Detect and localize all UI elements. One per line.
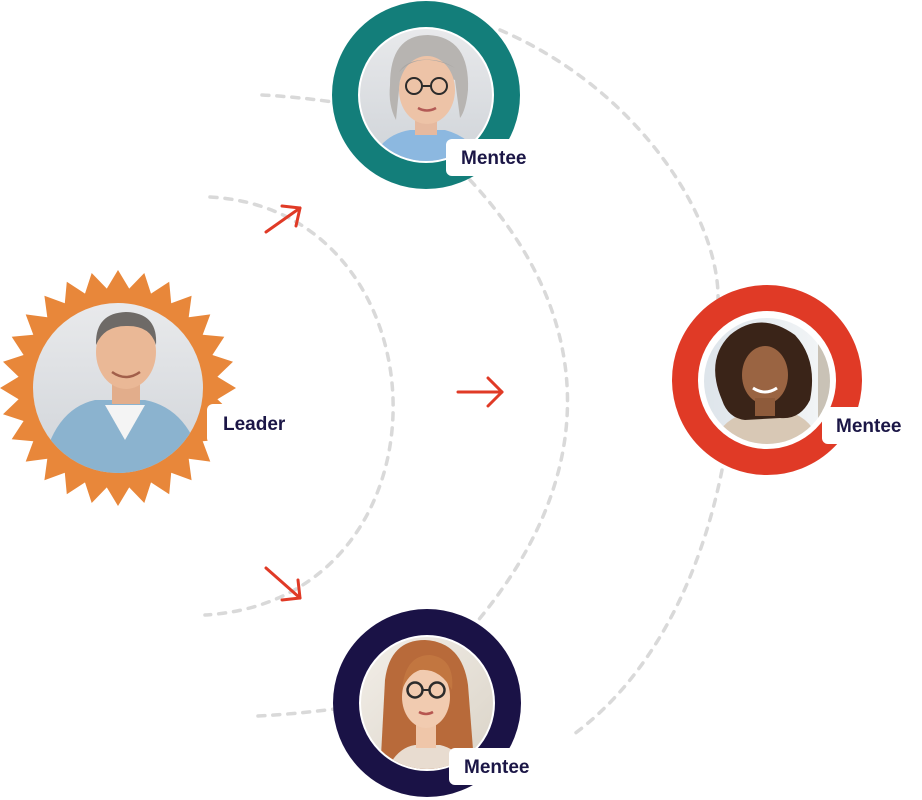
arrow-right-icon [456, 376, 504, 408]
connector-lines [203, 28, 724, 739]
arrow-up-right-icon [264, 204, 302, 234]
leader-node: Leader [0, 270, 301, 506]
man-portrait-icon [33, 303, 203, 473]
connector-arc-middle [256, 93, 570, 718]
leader-label: Leader [207, 404, 301, 444]
mentee-ring-red [672, 285, 862, 475]
mentee-label-text-1: Mentee [461, 148, 526, 169]
arrow-icons [264, 204, 504, 602]
connector-arc-outer [498, 28, 724, 739]
woman-with-glasses-portrait-icon [361, 637, 493, 769]
mentee-label-text-2: Mentee [836, 416, 901, 437]
mentee-node-1: Mentee [332, 1, 546, 189]
arrow-down-right-icon [264, 566, 302, 602]
mentee-ring-teal [332, 1, 520, 189]
leader-label-text: Leader [223, 414, 286, 435]
connector-arc-inner [203, 195, 395, 617]
mentee-label-2: Mentee [822, 407, 920, 444]
mentee-label-3: Mentee [449, 748, 547, 785]
mentee-label-1: Mentee [446, 139, 546, 176]
mentee-ring-navy [333, 609, 521, 797]
mentee-label-text-3: Mentee [464, 757, 529, 778]
mentee-node-3: Mentee [333, 609, 547, 797]
mentee-node-2: Mentee [672, 285, 920, 475]
